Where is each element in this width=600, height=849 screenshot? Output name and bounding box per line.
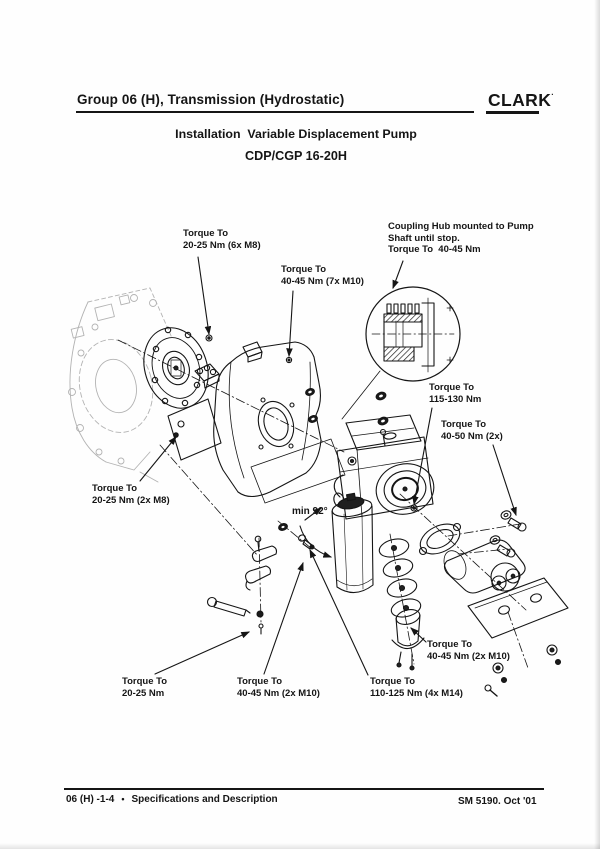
rear-mount-bolts [489,510,527,558]
bell-housing [213,341,322,498]
logo-trademark-dot: · [551,90,555,99]
transmission-housing-ghost [68,287,173,483]
label-torque-shaft-nut: Torque To 115-130 Nm [429,382,482,405]
label-torque-flange-nuts: Torque To 110-125 Nm (4x M14) [370,676,463,699]
auxiliary-gear-pump [443,539,526,594]
footer-page-ref: 06 (H) -1-4 [66,794,115,805]
mounting-flange-plate [467,577,569,697]
label-torque-rear-bolts: Torque To 40-50 Nm (2x) [441,419,503,442]
label-torque-hose-fitting: Torque To 40-45 Nm (2x M10) [237,676,320,699]
scan-edge-bottom [0,843,600,849]
group-title: Group 06 (H), Transmission (Hydrostatic) [77,92,345,107]
footer-divider [64,788,544,790]
port-plugs [375,391,389,426]
scan-edge-right [594,0,600,849]
label-torque-plate-bolts: Torque To 20-25 Nm (2x M8) [92,483,170,506]
label-torque-clamp: Torque To 20-25 Nm [122,676,168,699]
label-torque-hub-bolts: Torque To 40-45 Nm (2x M10) [427,639,510,662]
header-divider [76,111,474,113]
footer-bullet: • [121,794,125,804]
filter-canister [331,492,374,594]
coupling-disc-stack [378,538,425,671]
logo-underline [486,111,539,114]
hose-clamp-hardware [206,523,315,635]
drive-flange [143,326,213,409]
coupling-hub-detail-circle [341,286,461,420]
footer-section: Specifications and Description [131,794,278,805]
footer-left: 06 (H) -1-4 • Specifications and Descripti… [66,794,278,805]
spacer-block [242,341,263,363]
coupling-block [194,363,220,389]
leader-lines [139,256,517,676]
pump-gasket [418,522,462,556]
label-torque-flange-bolts: Torque To 20-25 Nm (6x M8) [183,228,261,251]
label-coupling-hub-note: Coupling Hub mounted to Pump Shaft until… [388,221,534,255]
clark-logo-text: CLARK [488,90,552,110]
seal-plate [167,398,222,461]
label-torque-bell-bolts: Torque To 40-45 Nm (7x M10) [281,264,364,287]
clark-logo: CLARK· [488,90,554,111]
page-title-line2: CDP/CGP 16-20H [245,149,347,163]
label-min-angle: min 92° [292,506,328,517]
footer-doc-ref: SM 5190. Oct '01 [458,796,537,807]
page-title-line1: Installation Variable Displacement Pump [175,127,417,141]
